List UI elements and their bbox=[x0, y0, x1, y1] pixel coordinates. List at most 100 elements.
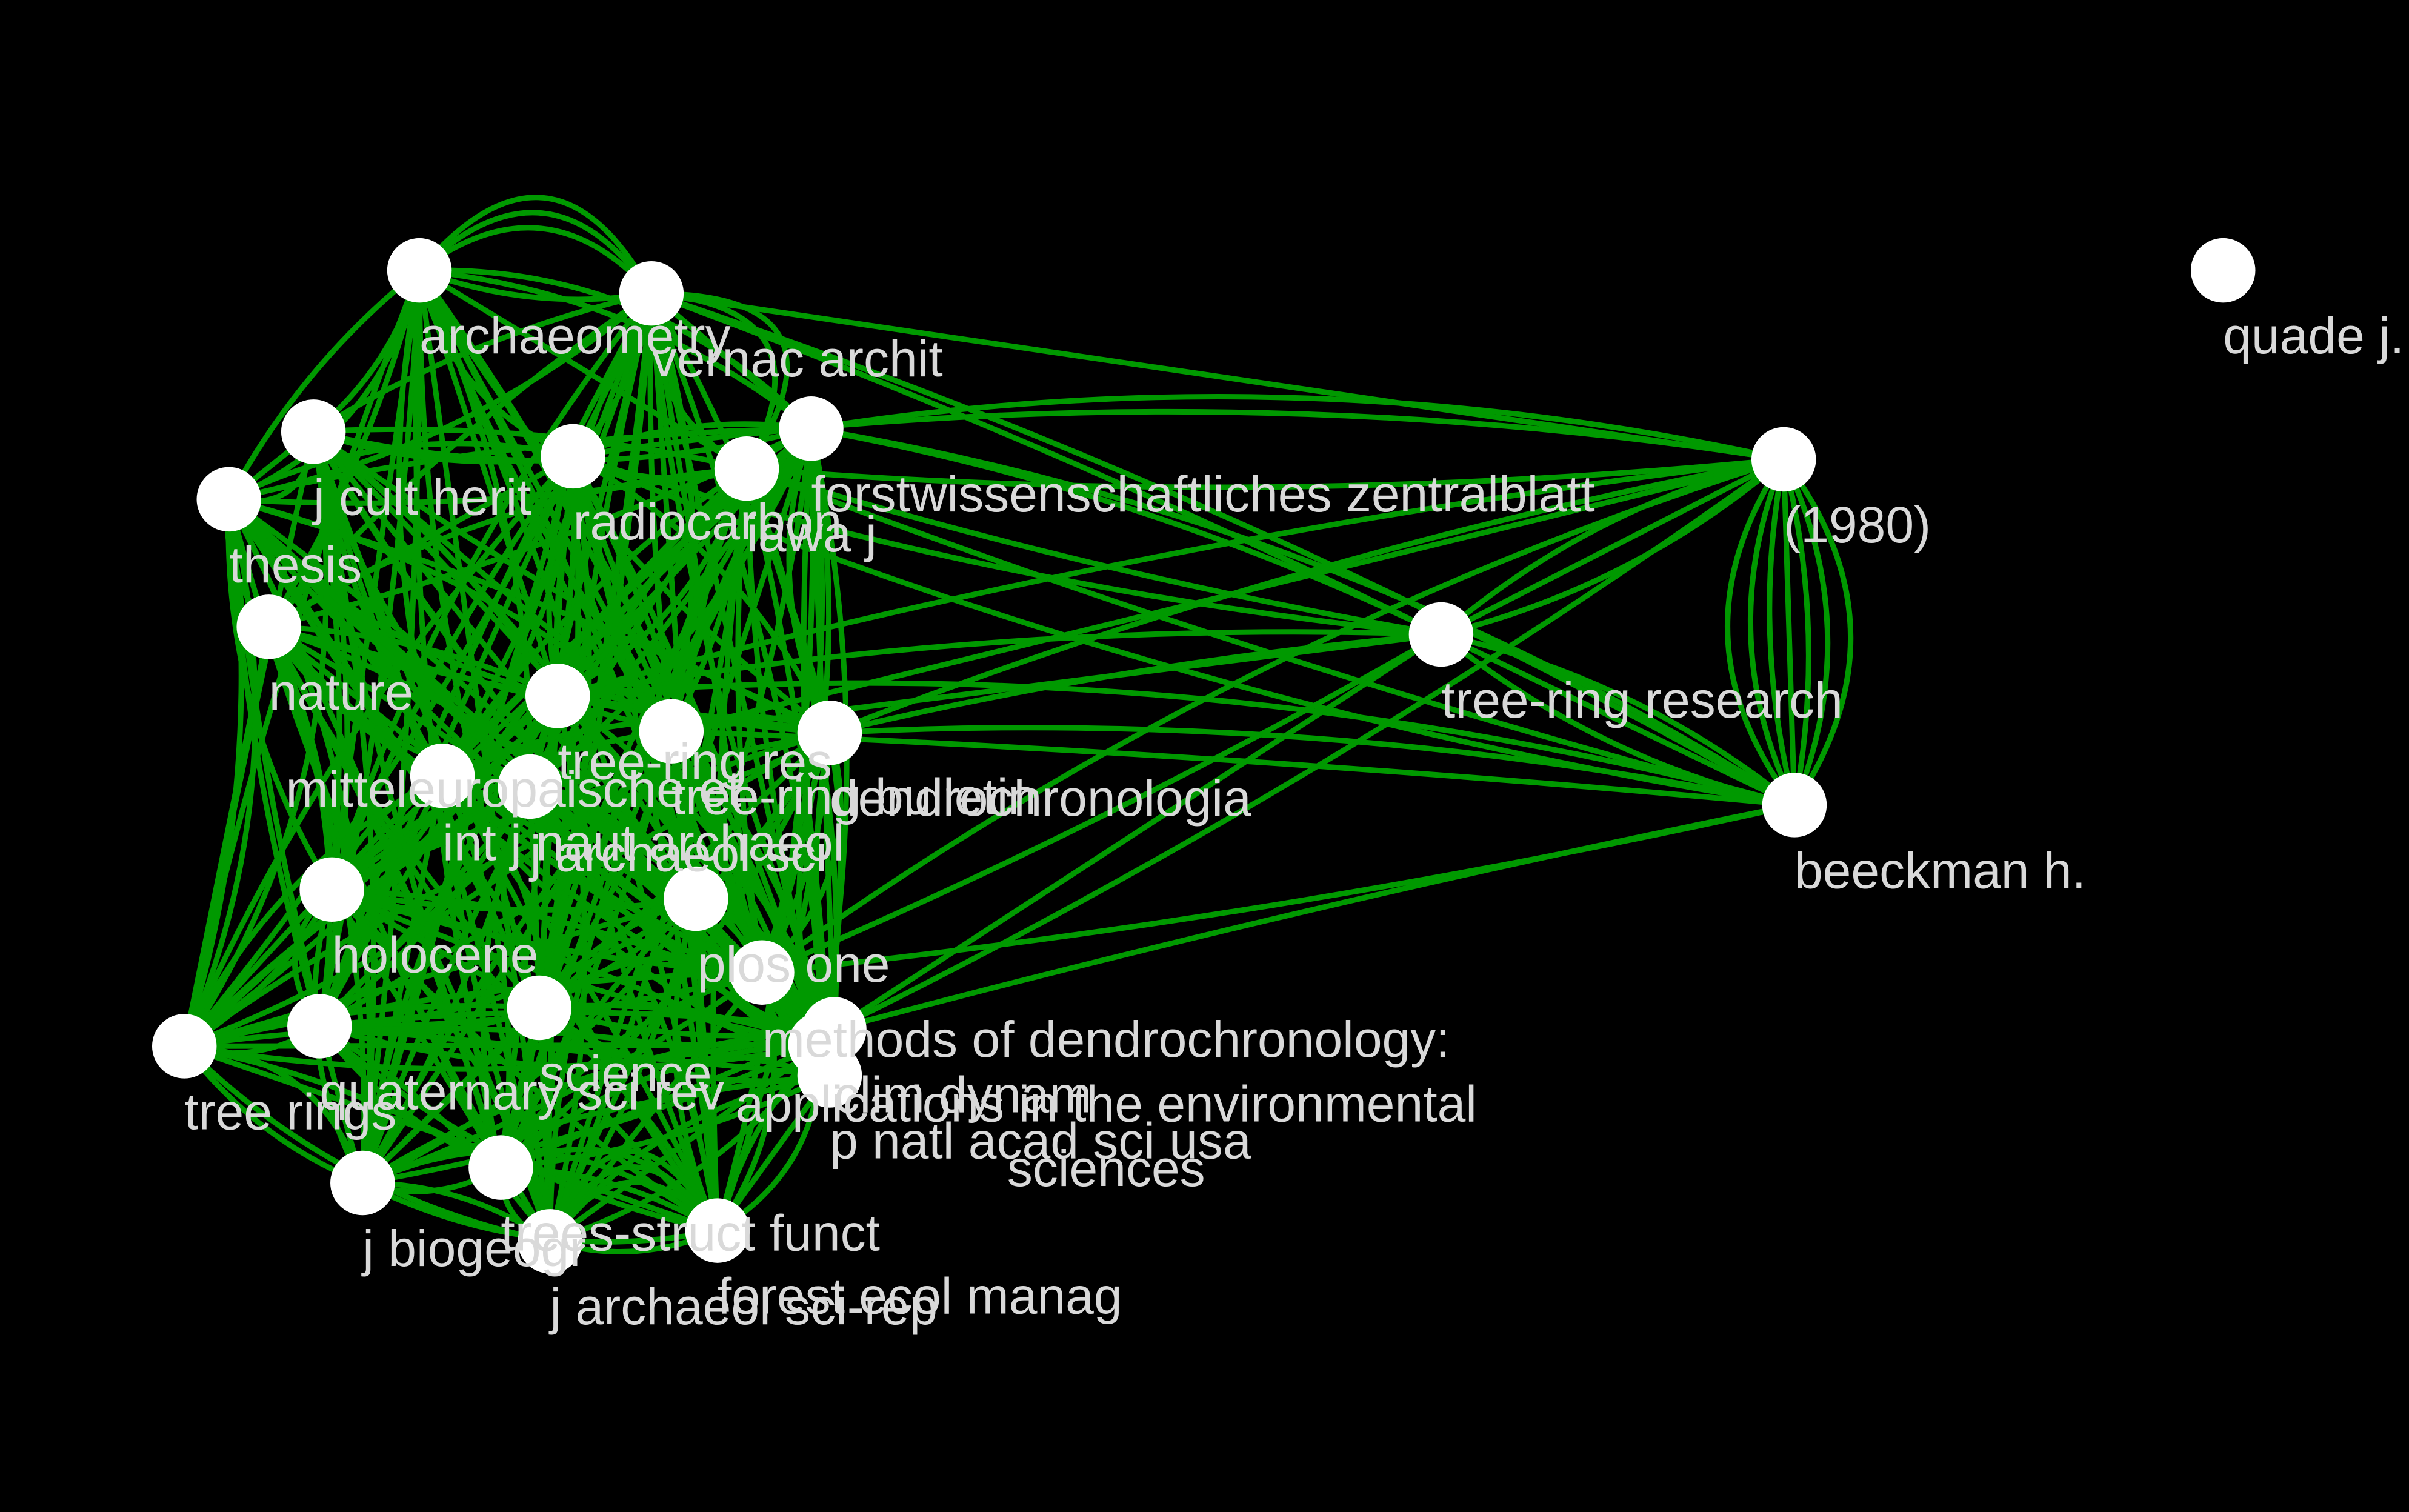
node-n9[interactable] bbox=[410, 743, 475, 808]
edge-n4-n27 bbox=[570, 453, 1444, 638]
node-label-n15: holocene bbox=[332, 927, 539, 984]
node-label-n9: mitteleuropaische et bbox=[286, 761, 742, 818]
node-n10[interactable] bbox=[525, 664, 590, 728]
node-n24[interactable] bbox=[468, 1135, 533, 1200]
edge-n14-n28 bbox=[827, 456, 1787, 736]
node-n23[interactable] bbox=[330, 1150, 395, 1216]
edge-loop-8 bbox=[226, 496, 373, 1186]
node-label-n18: quaternary sci rev bbox=[319, 1063, 724, 1120]
edge-n12-n15 bbox=[329, 728, 675, 893]
node-label-n22: p natl acad sci usa bbox=[830, 1112, 1251, 1169]
edge-loop-18 bbox=[498, 1146, 721, 1234]
node-n14[interactable] bbox=[797, 700, 862, 765]
edge-n4-n6 bbox=[570, 421, 815, 459]
node-n18[interactable] bbox=[287, 994, 352, 1059]
node-label-n13: j archaeol sci bbox=[528, 825, 827, 882]
node-n25[interactable] bbox=[518, 1209, 582, 1274]
edge-n14-n18 bbox=[316, 730, 833, 1029]
edge-27-28-0 bbox=[1438, 456, 1787, 638]
node-n6[interactable] bbox=[779, 396, 844, 461]
edge-n10-n29 bbox=[555, 680, 1798, 808]
edge-n18-n20 bbox=[316, 1010, 838, 1032]
edge-loop-16 bbox=[226, 267, 422, 502]
edge-loop-1 bbox=[416, 210, 655, 296]
node-label-n29: beeckman h. bbox=[1794, 842, 2086, 899]
node-n2[interactable] bbox=[619, 261, 684, 326]
node-n12[interactable] bbox=[639, 699, 704, 764]
edge-n6-n7 bbox=[226, 425, 815, 502]
node-n19[interactable] bbox=[507, 975, 572, 1041]
edge-28-29-2 bbox=[1781, 456, 1811, 808]
edge-loop-7 bbox=[181, 496, 258, 1049]
edge-n3-n5 bbox=[310, 426, 750, 471]
node-label-n16: plos one bbox=[698, 936, 890, 993]
edge-n9-n17 bbox=[181, 773, 445, 1049]
node-label-line: applications in the environmental bbox=[736, 1076, 1477, 1133]
node-n3[interactable] bbox=[281, 399, 346, 464]
edge-28-29-1 bbox=[1781, 456, 1831, 808]
node-label-n4: radiocarbon bbox=[573, 493, 842, 550]
edge-n6-n28 bbox=[808, 394, 1787, 462]
edge-loop-0 bbox=[416, 195, 655, 296]
node-n8[interactable] bbox=[236, 594, 301, 659]
edge-loop-2 bbox=[416, 225, 655, 296]
edge-n10-n27 bbox=[555, 629, 1444, 699]
edge-n19-n23 bbox=[359, 1005, 542, 1186]
node-label-n25: j archaeol sci-rep bbox=[548, 1278, 938, 1335]
node-label-n5: iawa j bbox=[747, 505, 877, 562]
edge-27-28-1 bbox=[1438, 456, 1787, 638]
edge-n10-n28 bbox=[555, 456, 1787, 699]
node-n28[interactable] bbox=[1751, 427, 1816, 492]
edge-n13-n17 bbox=[181, 896, 699, 1049]
node-label-n21: methods of dendrochronology: applications… bbox=[736, 1011, 1477, 1197]
node-n4[interactable] bbox=[541, 424, 605, 489]
edge-n16-n19 bbox=[536, 954, 765, 1011]
node-n30[interactable] bbox=[2191, 238, 2256, 303]
node-n27[interactable] bbox=[1408, 602, 1474, 667]
edge-n20-n23 bbox=[359, 1027, 838, 1186]
edge-28-29-6 bbox=[1725, 456, 1798, 808]
edge-n2-n8 bbox=[266, 290, 655, 630]
node-label-n8: nature bbox=[269, 664, 413, 721]
edge-n17-n19 bbox=[181, 1003, 542, 1049]
edge-n5-n29 bbox=[744, 465, 1798, 808]
node-n16[interactable] bbox=[730, 940, 795, 1005]
edge-n21-n23 bbox=[359, 1042, 824, 1186]
node-n29[interactable] bbox=[1762, 773, 1827, 838]
edge-n7-n14 bbox=[226, 496, 833, 736]
node-label-n26: forest ecol manag bbox=[718, 1267, 1122, 1324]
edge-n16-n27 bbox=[759, 631, 1444, 976]
node-n7[interactable] bbox=[196, 467, 261, 532]
node-label-n11: int j naut archaeol bbox=[442, 814, 844, 871]
node-n17[interactable] bbox=[152, 1014, 217, 1079]
edge-n12-n27 bbox=[668, 631, 1444, 734]
edge-n15-n25 bbox=[329, 887, 553, 1244]
edge-n5-n7 bbox=[226, 465, 750, 506]
node-label-line: sciences bbox=[1007, 1140, 1205, 1197]
node-label-line: methods of dendrochronology: bbox=[762, 1011, 1450, 1068]
node-n22[interactable] bbox=[797, 1043, 862, 1108]
edge-n12-n17 bbox=[181, 728, 675, 1049]
edge-n5-n27 bbox=[744, 465, 1444, 638]
edge-28-29-5 bbox=[1747, 456, 1798, 808]
edge-loop-15 bbox=[759, 730, 844, 976]
edge-n9-n26 bbox=[439, 773, 721, 1234]
node-label-n23: j biogeogr bbox=[361, 1220, 586, 1277]
node-n26[interactable] bbox=[685, 1198, 750, 1263]
edge-n2-n27 bbox=[648, 290, 1444, 638]
edge-n21-n24 bbox=[498, 1042, 824, 1171]
node-n13[interactable] bbox=[664, 866, 728, 931]
node-n5[interactable] bbox=[714, 436, 779, 501]
edge-n2-n17 bbox=[181, 290, 655, 1049]
node-label-n10: tree-ring res bbox=[558, 733, 832, 790]
edge-n16-n29 bbox=[759, 802, 1798, 976]
node-n1[interactable] bbox=[387, 238, 452, 303]
node-label-n17: tree rings bbox=[184, 1083, 396, 1140]
node-n11[interactable] bbox=[498, 754, 562, 819]
node-label-n27: tree-ring research bbox=[1441, 671, 1843, 728]
node-label-n1: archaeometry bbox=[419, 307, 731, 364]
edge-n18-n21 bbox=[316, 1023, 824, 1070]
node-n15[interactable] bbox=[299, 857, 364, 922]
edge-n4-n17 bbox=[181, 453, 576, 1049]
